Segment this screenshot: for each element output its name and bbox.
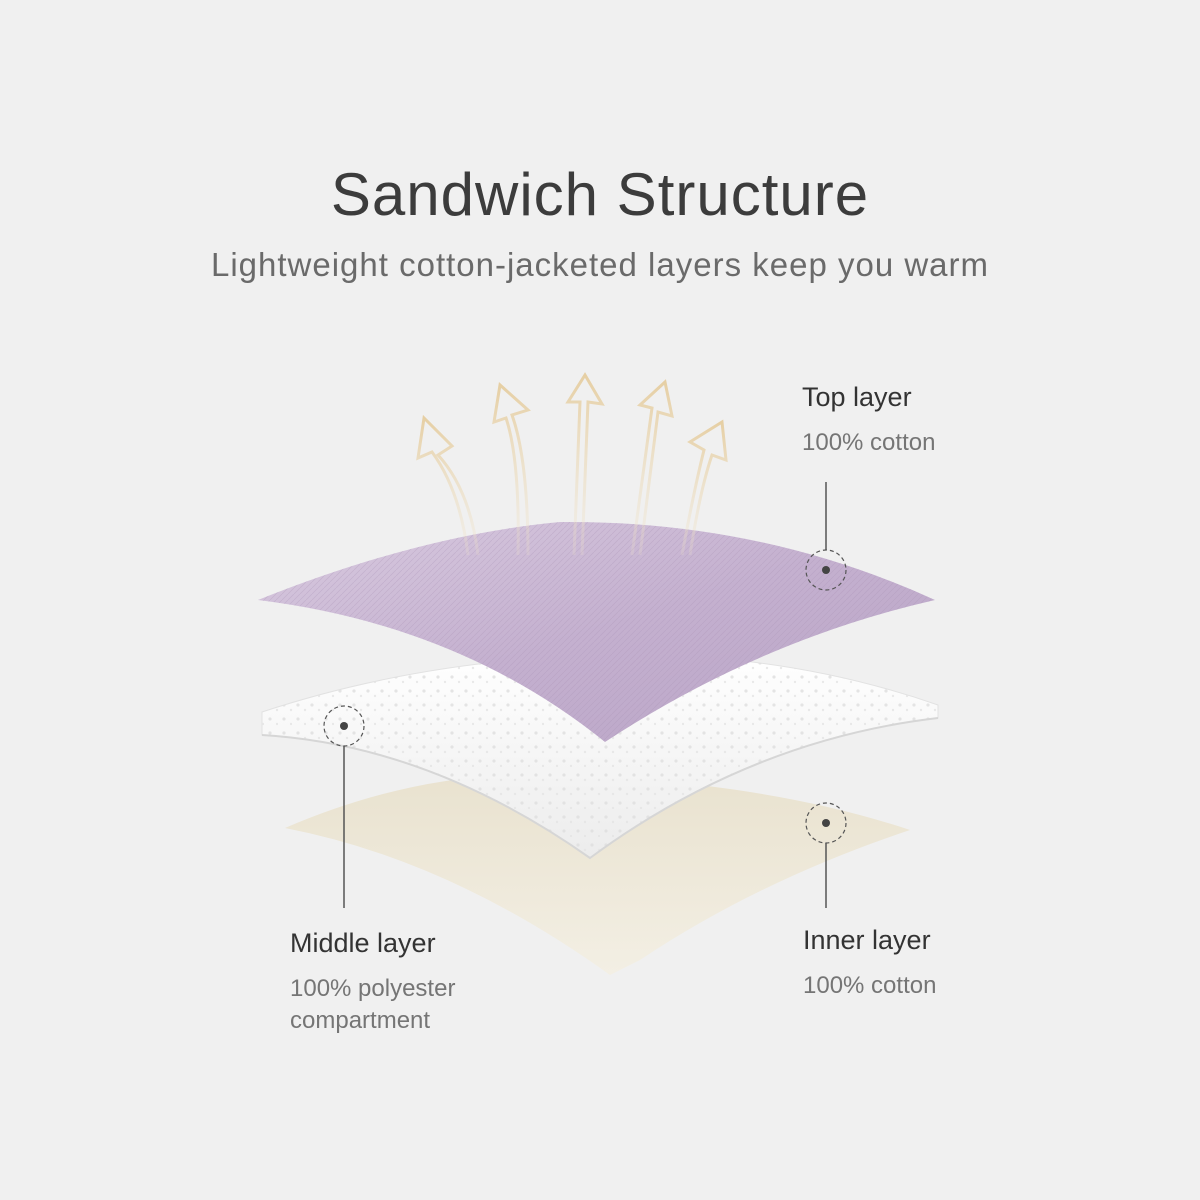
warmth-arrow-icon <box>680 419 728 556</box>
inner-layer-callout <box>805 802 847 908</box>
top-layer-shape <box>258 521 935 742</box>
page-subtitle: Lightweight cotton-jacketed layers keep … <box>210 246 990 283</box>
top-layer-material: 100% cotton <box>802 429 936 456</box>
middle-layer-label: Middle layer 100% polyester compartment <box>290 928 455 1037</box>
middle-layer-shape <box>261 654 939 860</box>
top-layer-callout <box>805 482 847 591</box>
middle-layer-callout <box>323 705 365 908</box>
top-layer-name: Top layer <box>802 382 912 412</box>
middle-layer-material: 100% polyester compartment <box>290 975 456 1034</box>
inner-layer-name: Inner layer <box>803 925 931 955</box>
warmth-arrows <box>416 372 728 556</box>
inner-layer-material: 100% cotton <box>803 972 937 999</box>
warmth-arrow-icon <box>630 379 674 556</box>
middle-layer-name: Middle layer <box>290 928 436 958</box>
inner-layer-shape <box>285 774 910 975</box>
warmth-arrow-icon <box>416 414 480 556</box>
warmth-arrow-icon <box>565 372 605 556</box>
warmth-arrow-icon <box>492 382 531 556</box>
top-layer-label: Top layer 100% cotton <box>802 382 935 459</box>
page-title: Sandwich Structure <box>330 161 870 228</box>
inner-layer-label: Inner layer 100% cotton <box>803 925 936 1002</box>
